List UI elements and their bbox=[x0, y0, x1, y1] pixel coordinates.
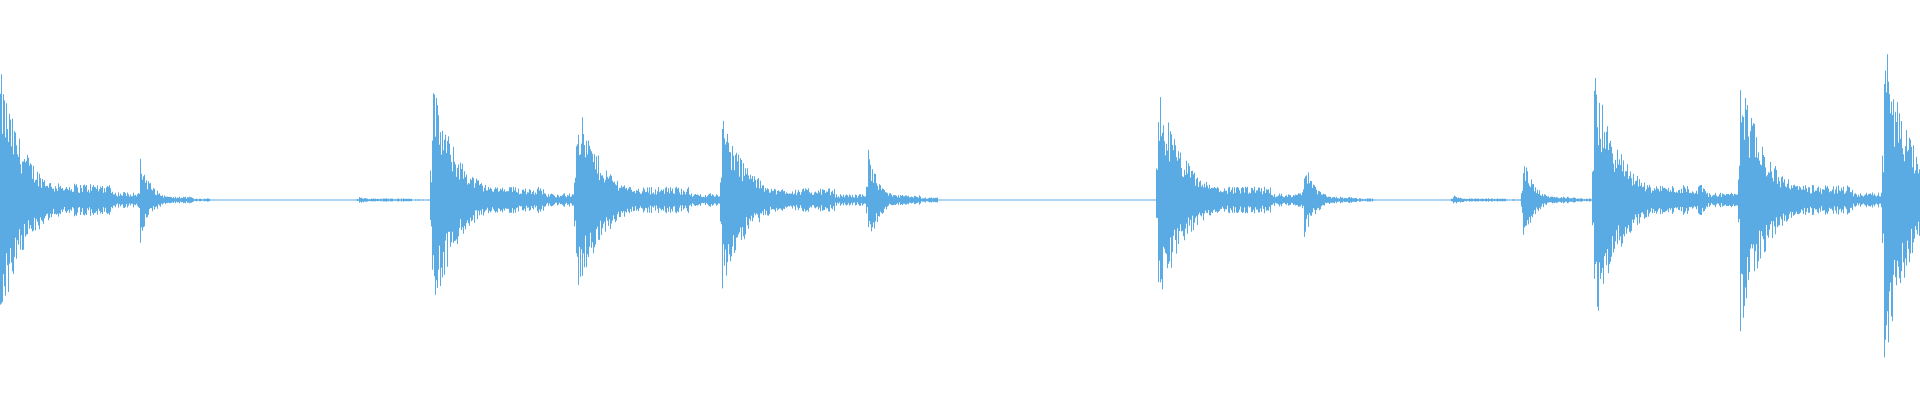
waveform-columns bbox=[0, 54, 1920, 358]
